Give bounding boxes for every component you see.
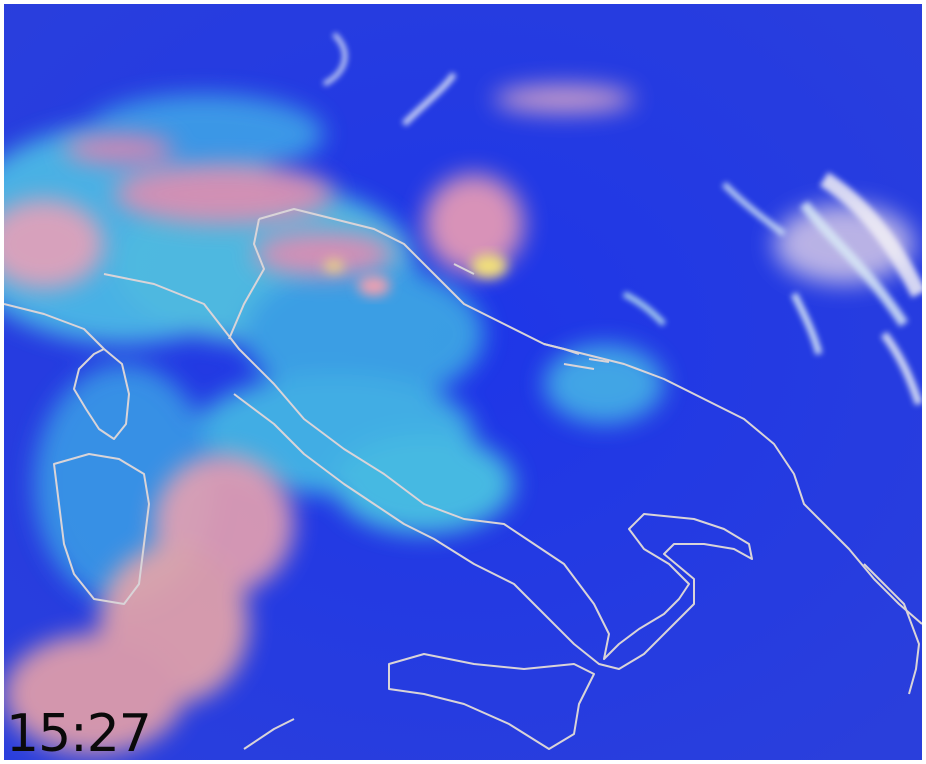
satellite-image <box>4 4 922 760</box>
cirrus-streaks <box>322 32 922 406</box>
sicily-coastline <box>388 653 595 750</box>
italy-peninsula-coastline <box>103 273 753 670</box>
sardinia-coastline <box>53 453 150 605</box>
northern-coastline <box>4 218 265 350</box>
corsica-coastline <box>73 348 130 440</box>
timestamp-label: 15:27 <box>6 704 152 764</box>
convective-cores <box>324 254 507 296</box>
calabria-edge <box>243 718 295 750</box>
satellite-image-svg <box>4 4 922 760</box>
dalmatian-islands <box>453 263 610 370</box>
albania-greece-coast <box>863 563 920 695</box>
adriatic-east-coastline <box>258 208 922 625</box>
coastlines <box>4 208 922 750</box>
